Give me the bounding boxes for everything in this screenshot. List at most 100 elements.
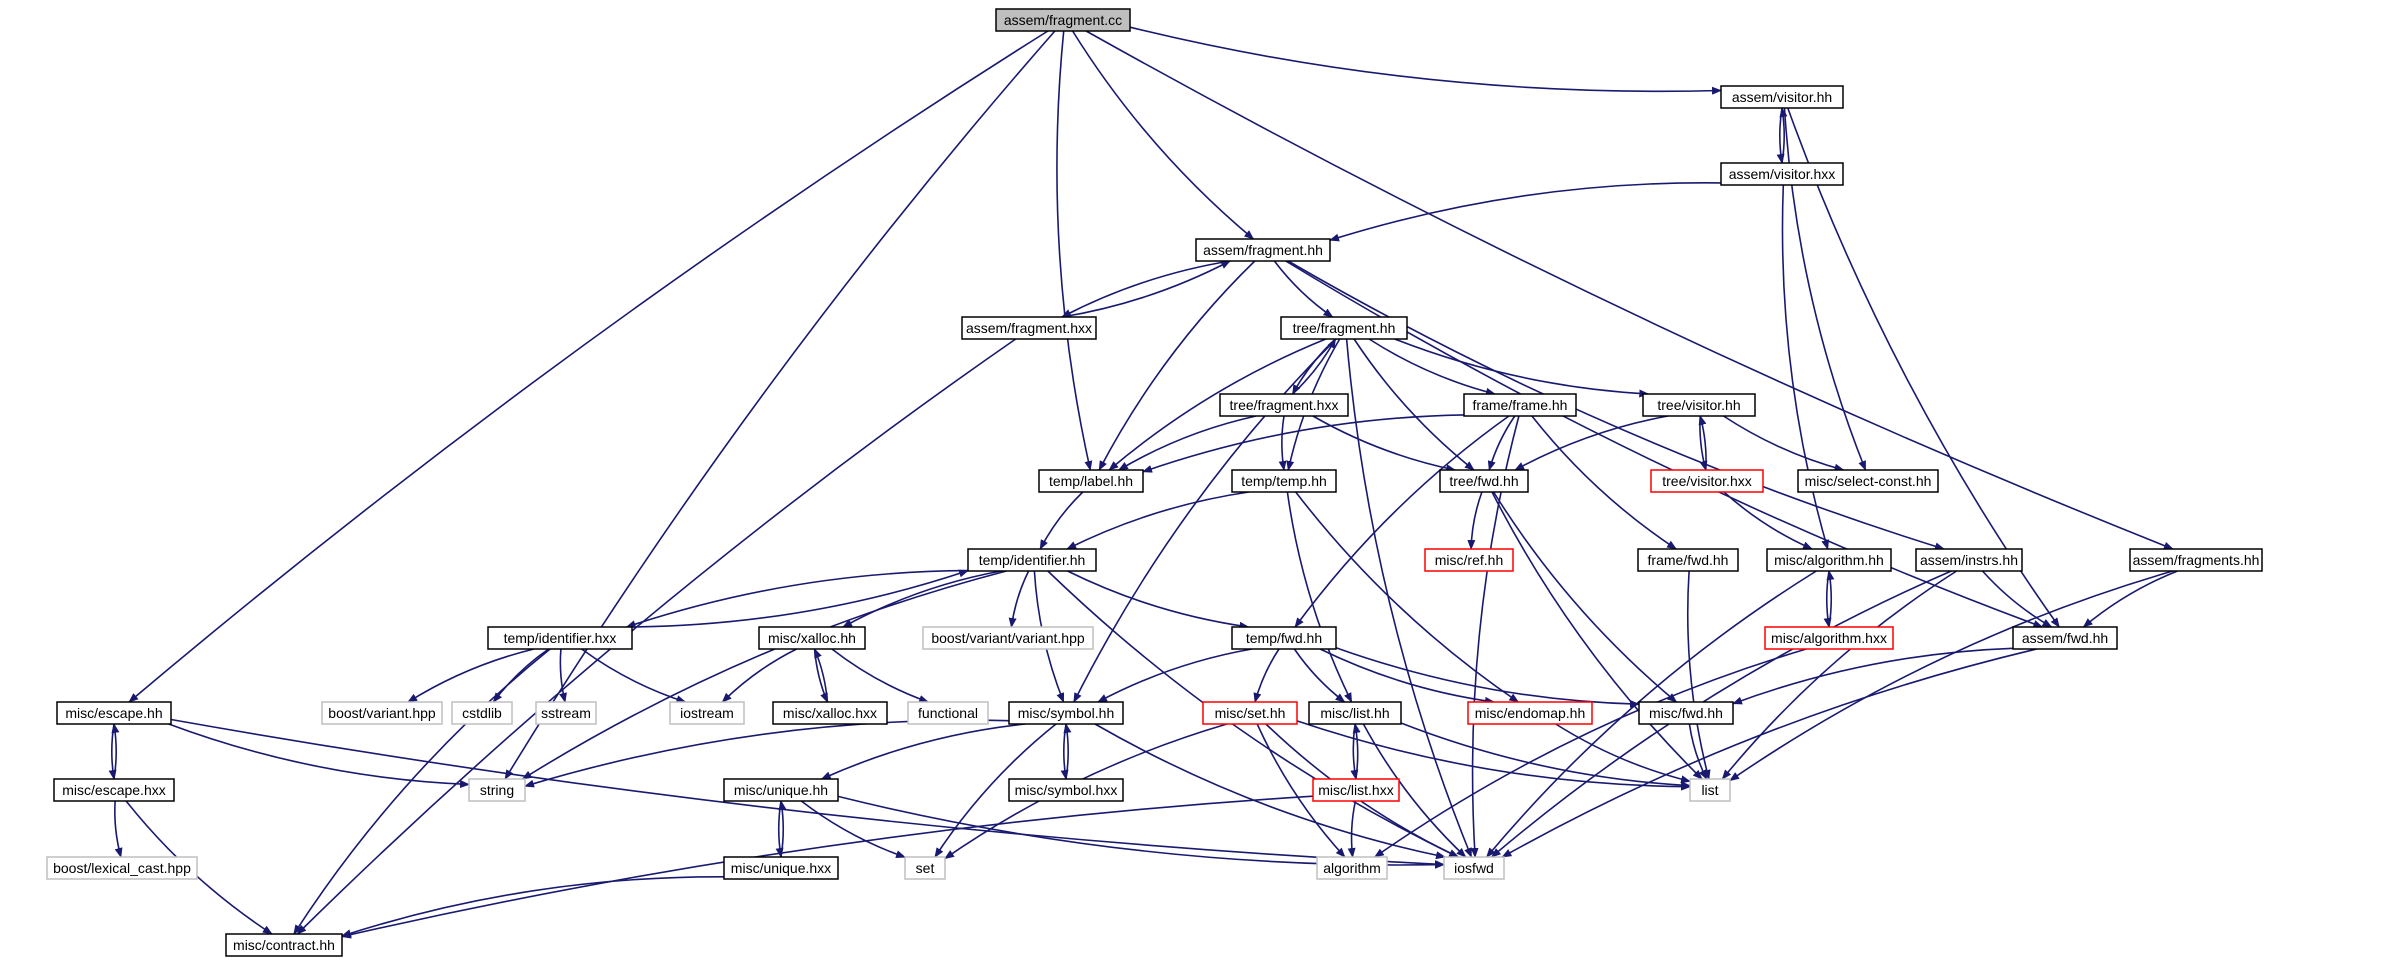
node-box — [468, 778, 526, 802]
edge-ident_hxx-to-contract — [293, 648, 551, 935]
node-unique-hxx[interactable]: misc/unique.hxx — [723, 856, 839, 880]
node-box — [1637, 548, 1739, 572]
node-afwd[interactable]: assem/fwd.hh — [2012, 626, 2118, 650]
node-label: temp/fwd.hh — [1246, 630, 1322, 646]
node-set-hh[interactable]: misc/set.hh — [1202, 701, 1298, 725]
node-label: tree/fragment.hh — [1293, 320, 1396, 336]
edge-tfrag_hxx-to-label_hh — [1118, 415, 1257, 471]
edge-escape_hh-to-escape_hxx — [108, 723, 117, 780]
node-ref-hh[interactable]: misc/ref.hh — [1424, 548, 1514, 572]
edge-fragment_cc-to-string — [504, 30, 1056, 780]
node-list[interactable]: list — [1689, 778, 1731, 802]
node-ident-hxx[interactable]: temp/identifier.hxx — [487, 626, 633, 650]
node-unique-hh[interactable]: misc/unique.hh — [723, 778, 839, 802]
node-label: assem/fragments.hh — [2133, 552, 2260, 568]
node-tempfwd[interactable]: temp/fwd.hh — [1231, 626, 1337, 650]
node-contract[interactable]: misc/contract.hh — [225, 933, 343, 957]
node-symbol-hxx[interactable]: misc/symbol.hxx — [1008, 778, 1124, 802]
node-sstream[interactable]: sstream — [535, 701, 597, 725]
node-box — [1308, 701, 1402, 725]
node-box — [1424, 548, 1514, 572]
node-tvisitor-hxx[interactable]: tree/visitor.hxx — [1650, 469, 1764, 493]
node-set[interactable]: set — [904, 856, 946, 880]
node-box — [723, 856, 839, 880]
node-tfrag-hh[interactable]: tree/fragment.hh — [1280, 316, 1408, 340]
edge-mfwd-to-list — [1688, 723, 1708, 780]
edge-tempfwd-to-set_hh — [1253, 648, 1280, 703]
node-symbol-hh[interactable]: misc/symbol.hh — [1008, 701, 1124, 725]
node-list-hh[interactable]: misc/list.hh — [1308, 701, 1402, 725]
edge-list_hxx-to-contract — [341, 795, 1314, 939]
node-label: assem/fragment.hxx — [966, 320, 1092, 336]
node-cstdlib[interactable]: cstdlib — [451, 701, 513, 725]
edge-afrags-to-list — [1729, 570, 2174, 782]
node-box — [1720, 85, 1844, 109]
edge-frame_hh-to-tfwd_hh — [1487, 415, 1516, 471]
node-box — [669, 701, 745, 725]
edge-visitor_hxx-to-afrag_hh — [1329, 181, 1722, 242]
node-visitor-hxx[interactable]: assem/visitor.hxx — [1720, 162, 1844, 186]
node-label: misc/list.hxx — [1318, 782, 1393, 798]
node-string[interactable]: string — [468, 778, 526, 802]
node-ffwd-hh[interactable]: frame/fwd.hh — [1637, 548, 1739, 572]
node-algorithm[interactable]: algorithm — [1316, 856, 1388, 880]
node-tfwd-hh[interactable]: tree/fwd.hh — [1439, 469, 1529, 493]
node-list-hxx[interactable]: misc/list.hxx — [1312, 778, 1400, 802]
node-afrag-hxx[interactable]: assem/fragment.hxx — [961, 316, 1097, 340]
edge-ident_hh-to-iosfwd — [1047, 570, 1460, 858]
edge-set_hh-to-list — [1296, 720, 1691, 791]
node-iostream[interactable]: iostream — [669, 701, 745, 725]
node-afrags[interactable]: assem/fragments.hh — [2129, 548, 2263, 572]
node-tvisitor-hh[interactable]: tree/visitor.hh — [1642, 393, 1756, 417]
node-box — [1650, 469, 1764, 493]
node-escape-hxx[interactable]: misc/escape.hxx — [53, 778, 175, 802]
node-label: misc/endomap.hh — [1475, 705, 1586, 721]
node-box — [1202, 701, 1298, 725]
node-box — [961, 316, 1097, 340]
node-label: misc/unique.hh — [734, 782, 828, 798]
node-box — [907, 701, 989, 725]
node-temp-hh[interactable]: temp/temp.hh — [1231, 469, 1337, 493]
node-label-hh[interactable]: temp/label.hh — [1038, 469, 1144, 493]
node-tfrag-hxx[interactable]: tree/fragment.hxx — [1219, 393, 1349, 417]
node-fragment-cc[interactable]: assem/fragment.cc — [995, 8, 1131, 32]
node-label: frame/fwd.hh — [1648, 552, 1729, 568]
node-label: misc/algorithm.hh — [1774, 552, 1884, 568]
edge-afrag_hh-to-afwd — [1285, 260, 2044, 628]
node-label: misc/list.hh — [1320, 705, 1389, 721]
node-visitor-hh[interactable]: assem/visitor.hh — [1720, 85, 1844, 109]
edge-tvisitor_hxx-to-alg_hh — [1723, 491, 1813, 550]
node-endomap[interactable]: misc/endomap.hh — [1467, 701, 1593, 725]
node-label: misc/xalloc.hxx — [783, 705, 877, 721]
node-xalloc-hxx[interactable]: misc/xalloc.hxx — [772, 701, 888, 725]
node-box — [1231, 626, 1337, 650]
node-bv1[interactable]: boost/variant/variant.hpp — [922, 626, 1094, 650]
edge-afrag_hh-to-label_hh — [1098, 260, 1256, 471]
node-afrag-hh[interactable]: assem/fragment.hh — [1195, 238, 1331, 262]
node-box — [53, 778, 175, 802]
node-mfwd[interactable]: misc/fwd.hh — [1638, 701, 1734, 725]
node-ident-hh[interactable]: temp/identifier.hh — [967, 548, 1097, 572]
edge-tfrag_hxx-to-tfwd_hh — [1312, 415, 1457, 473]
node-bvhpp[interactable]: boost/variant.hpp — [321, 701, 443, 725]
node-xalloc-hh[interactable]: misc/xalloc.hh — [758, 626, 866, 650]
node-label: misc/symbol.hh — [1018, 705, 1114, 721]
node-alg-hh[interactable]: misc/algorithm.hh — [1766, 548, 1892, 572]
node-box — [1463, 393, 1577, 417]
node-instrs[interactable]: assem/instrs.hh — [1915, 548, 2023, 572]
edge-symbol_hh-to-unique_hh — [820, 723, 1026, 780]
node-functional[interactable]: functional — [907, 701, 989, 725]
edge-instrs-to-list — [1721, 570, 1958, 780]
node-label: misc/symbol.hxx — [1015, 782, 1118, 798]
node-label: misc/algorithm.hxx — [1771, 630, 1887, 646]
edge-fragment_cc-to-afrag_hh — [1071, 30, 1255, 240]
node-label: cstdlib — [462, 705, 502, 721]
node-alg-hxx[interactable]: misc/algorithm.hxx — [1764, 626, 1894, 650]
node-box — [904, 856, 946, 880]
node-frame-hh[interactable]: frame/frame.hh — [1463, 393, 1577, 417]
node-escape-hh[interactable]: misc/escape.hh — [56, 701, 172, 725]
node-iosfwd[interactable]: iosfwd — [1443, 856, 1505, 880]
node-selconst[interactable]: misc/select-const.hh — [1797, 469, 1939, 493]
edge-tfrag_hh-to-tvisitor_hh — [1394, 338, 1650, 398]
node-lexcast[interactable]: boost/lexical_cast.hpp — [46, 856, 198, 880]
